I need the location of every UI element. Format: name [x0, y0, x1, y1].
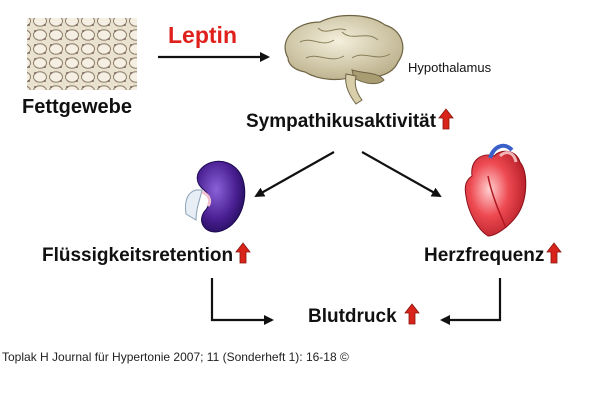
fluessigkeit-node: Flüssigkeitsretention: [42, 242, 251, 267]
sympathikus-node: Sympathikusaktivität: [246, 108, 454, 133]
kidney-icon: [185, 161, 246, 233]
arrow-sympathikus-to-heart: [361, 151, 442, 197]
heart-icon: [464, 143, 527, 237]
source-caption: Toplak H Journal für Hypertonie 2007; 11…: [2, 350, 349, 364]
up-arrow-icon: [404, 303, 420, 325]
label-hypothalamus: Hypothalamus: [408, 60, 492, 75]
blutdruck-node: Blutdruck: [308, 303, 420, 328]
arrow-sympathikus-to-kidney: [254, 151, 335, 197]
up-arrow-icon: [546, 242, 563, 264]
brain-icon: [284, 14, 404, 105]
label-fluessigkeit: Flüssigkeitsretention: [42, 245, 234, 266]
up-arrow-icon: [235, 242, 251, 264]
fat-tissue-icon: [27, 18, 137, 90]
label-sympathikus: Sympathikusaktivität: [246, 111, 437, 132]
diagram-canvas: [27, 14, 527, 325]
label-fettgewebe: Fettgewebe: [22, 96, 133, 118]
label-leptin: Leptin: [168, 22, 237, 48]
up-arrow-icon: [438, 108, 454, 130]
arrow-herzfrequenz-to-blutdruck: [440, 278, 502, 325]
herzfrequenz-node: Herzfrequenz: [424, 242, 563, 267]
label-herzfrequenz: Herzfrequenz: [424, 245, 545, 266]
label-blutdruck: Blutdruck: [308, 306, 397, 327]
arrow-fluessigkeit-to-blutdruck: [210, 278, 274, 325]
